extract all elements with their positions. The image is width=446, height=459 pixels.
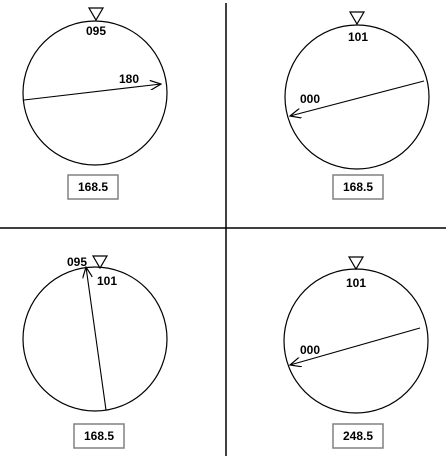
index-triangle-icon	[91, 255, 109, 270]
heading-label: 095	[86, 24, 106, 38]
panel-top-left: 095 180 168.5	[22, 7, 168, 200]
compass-circle	[283, 268, 429, 414]
heading-label-right: 101	[97, 274, 117, 288]
panel-top-right: 101 000 168.5	[284, 11, 430, 200]
panel-bottom-left: 095 101 168.5	[22, 255, 168, 449]
heading-arrow	[23, 84, 161, 101]
heading-label: 101	[346, 276, 366, 290]
value-box-text: 168.5	[84, 429, 114, 443]
index-triangle-icon	[347, 256, 365, 271]
value-box	[332, 174, 384, 200]
value-box-text: 168.5	[343, 180, 373, 194]
heading-arrow	[290, 80, 425, 116]
value-box	[67, 174, 119, 200]
index-triangle-icon	[87, 7, 105, 22]
value-box	[73, 423, 125, 449]
heading-arrow	[86, 267, 107, 411]
heading-label-left: 095	[67, 255, 87, 269]
index-triangle-icon	[348, 11, 366, 26]
panel-bottom-right: 101 000 248.5	[283, 256, 429, 449]
value-box-text: 248.5	[343, 429, 373, 443]
arrow-label: 180	[119, 72, 139, 86]
arrow-label: 000	[300, 92, 320, 106]
heading-arrow	[290, 327, 421, 365]
arrow-label: 000	[300, 343, 320, 357]
compass-circle	[22, 266, 168, 412]
value-box-text: 168.5	[78, 180, 108, 194]
heading-label: 101	[348, 30, 368, 44]
value-box	[332, 423, 384, 449]
compass-circle	[22, 20, 168, 166]
